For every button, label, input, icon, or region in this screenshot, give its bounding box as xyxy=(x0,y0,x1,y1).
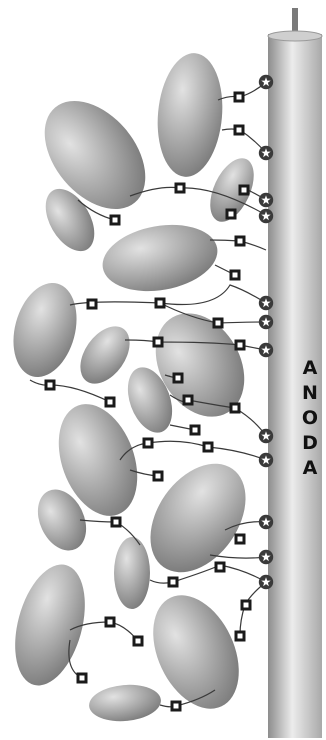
square-linker xyxy=(234,92,245,103)
star-circle-icon xyxy=(259,575,273,589)
square-linker xyxy=(171,701,182,712)
square-linker xyxy=(239,185,250,196)
particle xyxy=(25,82,166,228)
square-linker xyxy=(190,425,201,436)
square-linker xyxy=(213,318,224,329)
square-linker xyxy=(226,209,237,220)
star-circle-icon xyxy=(259,343,273,357)
square-linker xyxy=(105,617,116,628)
particle xyxy=(131,446,265,590)
square-linker xyxy=(111,517,122,528)
square-linker xyxy=(168,577,179,588)
square-linker xyxy=(183,395,194,406)
star-circle-icon xyxy=(259,193,273,207)
square-linker xyxy=(235,631,246,642)
anode-rod-top xyxy=(268,31,322,41)
star-circle-icon xyxy=(259,453,273,467)
star-circle-icon xyxy=(259,75,273,89)
square-linker xyxy=(215,562,226,573)
square-linker xyxy=(235,236,246,247)
square-linker xyxy=(175,183,186,194)
square-linker xyxy=(173,373,184,384)
anode-label-letter-4: D xyxy=(296,431,324,455)
particle xyxy=(114,537,150,609)
square-linker xyxy=(110,215,121,226)
square-linker xyxy=(230,403,241,414)
ligand-chain xyxy=(210,555,266,558)
square-linker xyxy=(105,397,116,408)
square-linker xyxy=(230,270,241,281)
star-circle-icon xyxy=(259,209,273,223)
square-linker xyxy=(235,534,246,545)
square-linker xyxy=(133,636,144,647)
star-circle-icon xyxy=(259,146,273,160)
square-linker xyxy=(45,380,56,391)
particle xyxy=(4,276,87,384)
square-linker xyxy=(153,471,164,482)
square-linker xyxy=(235,340,246,351)
star-circle-icon xyxy=(259,296,273,310)
particle xyxy=(88,682,163,724)
star-circle-icon xyxy=(259,515,273,529)
square-linker xyxy=(234,125,245,136)
star-circle-icon xyxy=(259,550,273,564)
square-linker xyxy=(153,337,164,348)
anode-label-letter-2: N xyxy=(296,381,324,405)
anode-label-letter-5: A xyxy=(296,456,324,480)
square-linker xyxy=(77,673,88,684)
star-circle-icon xyxy=(259,429,273,443)
square-linker xyxy=(155,298,166,309)
particle xyxy=(97,216,222,299)
nanoparticles xyxy=(3,50,265,724)
square-linker xyxy=(203,442,214,453)
anode-label-letter-3: O xyxy=(296,406,324,430)
particle xyxy=(153,50,228,179)
square-linker xyxy=(87,299,98,310)
square-linker xyxy=(143,438,154,449)
anode-label-letter-1: A xyxy=(296,356,324,380)
square-linker xyxy=(241,600,252,611)
ligand-chain xyxy=(120,441,266,460)
star-circle-icon xyxy=(259,315,273,329)
